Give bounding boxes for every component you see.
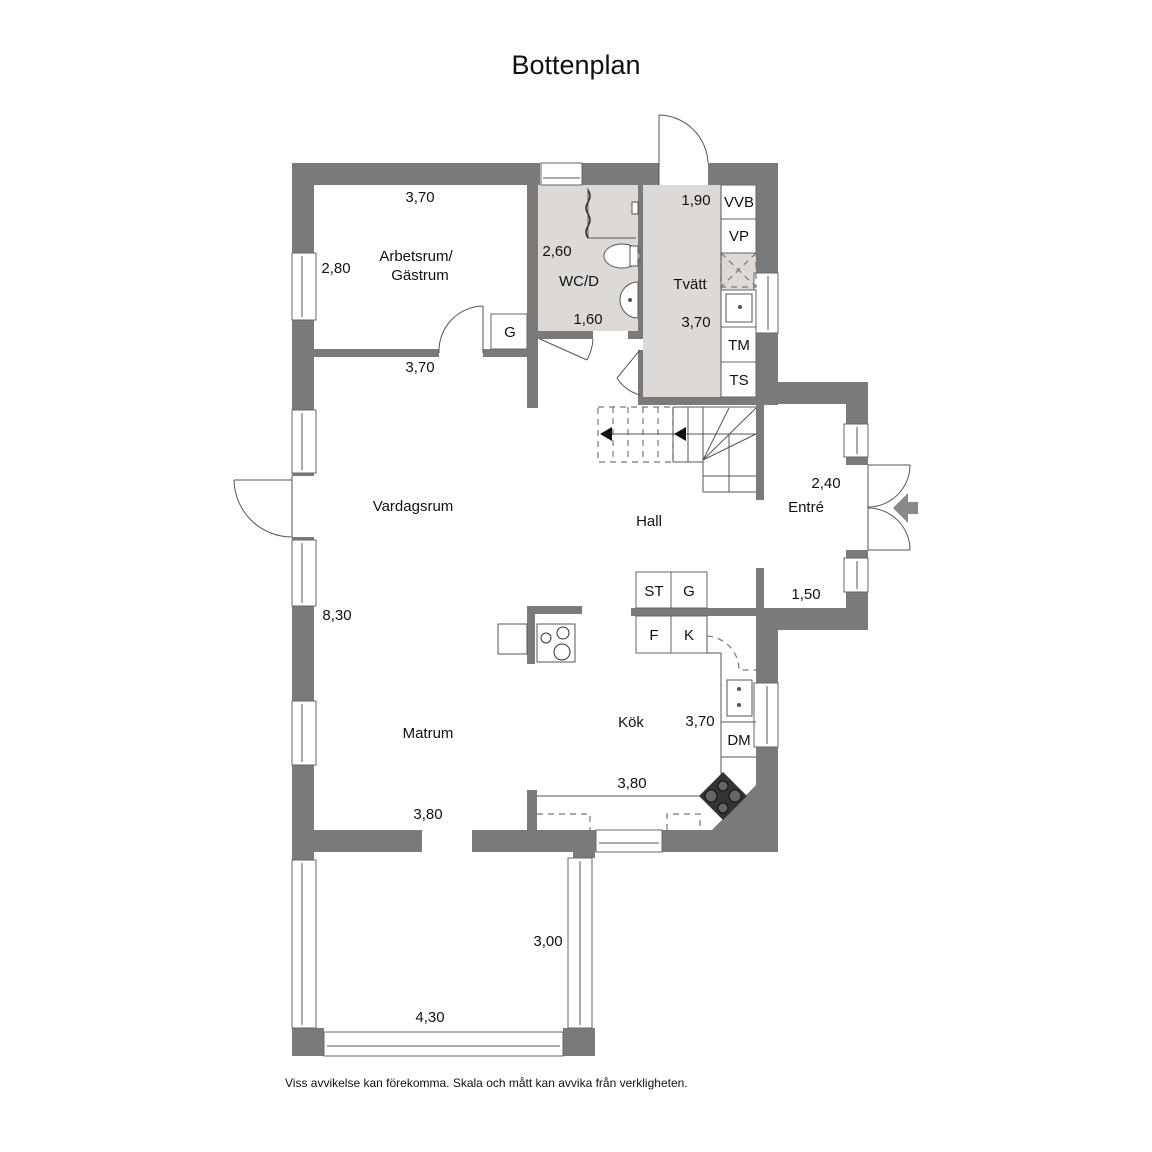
k-label: K xyxy=(684,627,694,644)
arbetsrum-name-line2: Gästrum xyxy=(391,267,449,284)
entrance-arrow-icon xyxy=(893,493,918,523)
disclaimer: Viss avvikelse kan förekomma. Skala och … xyxy=(285,1076,688,1090)
st-label: ST xyxy=(644,583,663,600)
uterum-dim-side: 3,00 xyxy=(533,933,562,950)
entre-name: Entré xyxy=(788,499,824,516)
wc-fixtures xyxy=(585,188,641,319)
hall-closets xyxy=(490,313,708,609)
tvatt-dim-top: 1,90 xyxy=(681,192,710,209)
ts-label: TS xyxy=(729,372,748,389)
entre-dim-top: 2,40 xyxy=(811,475,840,492)
windows xyxy=(291,162,869,1057)
room-labels: 3,70 2,80 Arbetsrum/ Gästrum 3,70 G 2,60… xyxy=(321,189,840,1026)
tvatt-name: Tvätt xyxy=(673,276,707,293)
arbetsrum-dim-top: 3,70 xyxy=(405,189,434,206)
vardagsrum-dim-side: 8,30 xyxy=(322,607,351,624)
arbetsrum-dim-bottom: 3,70 xyxy=(405,359,434,376)
vp-label: VP xyxy=(729,228,749,245)
kitchen-fixtures xyxy=(497,615,756,830)
arbetsrum-dim-side: 2,80 xyxy=(321,260,350,277)
doors xyxy=(233,114,911,551)
staircase xyxy=(597,406,757,493)
matrum-dim-bottom: 3,80 xyxy=(413,806,442,823)
walls xyxy=(292,163,868,1056)
tvatt-fixtures xyxy=(720,184,757,398)
closet-g-label: G xyxy=(504,324,516,341)
kok-name: Kök xyxy=(618,714,644,731)
wc-name: WC/D xyxy=(559,273,599,290)
wc-dim-side: 2,60 xyxy=(542,243,571,260)
f-label: F xyxy=(649,627,658,644)
uterum-dim-bottom: 4,30 xyxy=(415,1009,444,1026)
matrum-name: Matrum xyxy=(403,725,454,742)
tvatt-dim-side: 3,70 xyxy=(681,314,710,331)
tm-label: TM xyxy=(728,337,750,354)
entre-dim-bottom: 1,50 xyxy=(791,586,820,603)
vvb-label: VVB xyxy=(724,194,754,211)
wc-dim-bottom: 1,60 xyxy=(573,311,602,328)
kok-dim-side: 3,70 xyxy=(685,713,714,730)
dm-label: DM xyxy=(727,732,750,749)
floor-plan-title: Bottenplan xyxy=(511,50,641,80)
hall-name: Hall xyxy=(636,513,662,530)
vardagsrum-name: Vardagsrum xyxy=(373,498,454,515)
hall-g-label: G xyxy=(683,583,695,600)
arbetsrum-name-line1: Arbetsrum/ xyxy=(379,248,453,265)
kok-dim-bottom: 3,80 xyxy=(617,775,646,792)
